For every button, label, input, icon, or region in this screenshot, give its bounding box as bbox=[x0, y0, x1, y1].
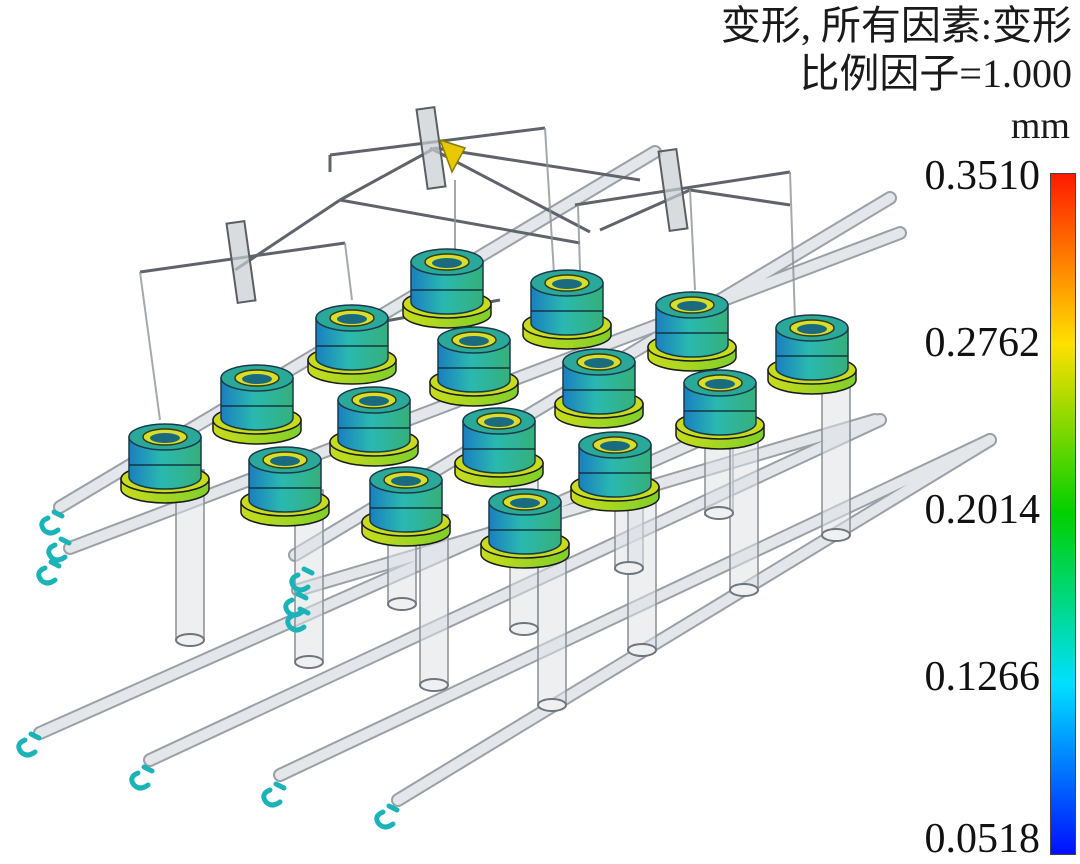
casting-part bbox=[212, 364, 302, 445]
legend-tick: 0.1266 bbox=[924, 654, 1041, 700]
hook-fitting bbox=[46, 536, 72, 563]
scale-factor: 比例因子=1.000 bbox=[799, 51, 1072, 96]
casting-part bbox=[329, 386, 419, 467]
casting-part bbox=[675, 369, 765, 450]
pipe-hooks bbox=[16, 509, 400, 830]
hook-fitting bbox=[261, 781, 287, 808]
casting-part bbox=[402, 248, 492, 329]
casting-part bbox=[361, 466, 451, 547]
casting-part bbox=[120, 423, 210, 504]
hook-fitting bbox=[289, 566, 315, 593]
casting-part bbox=[554, 348, 644, 429]
hook-fitting bbox=[16, 731, 42, 758]
support-post bbox=[729, 429, 759, 591]
castings bbox=[120, 248, 857, 569]
hook-fitting bbox=[129, 764, 155, 791]
casting-part bbox=[454, 407, 544, 488]
gate-marker bbox=[438, 138, 467, 174]
casting-part bbox=[647, 291, 737, 372]
casting-part bbox=[767, 314, 857, 395]
post-ends bbox=[175, 506, 851, 712]
casting-part bbox=[240, 446, 330, 527]
hook-fitting bbox=[39, 509, 65, 536]
legend-tick: 0.2762 bbox=[924, 320, 1041, 366]
casting-part bbox=[480, 488, 570, 569]
casting-part bbox=[522, 269, 612, 350]
hook-fitting bbox=[374, 803, 400, 830]
casting-part bbox=[307, 304, 397, 385]
drop-lines bbox=[139, 127, 796, 421]
casting-part bbox=[570, 431, 660, 512]
legend-tick-min: 0.0518 bbox=[924, 816, 1041, 862]
legend-tick-max: 0.3510 bbox=[924, 153, 1041, 199]
result-title: 变形, 所有因素:变形 bbox=[720, 3, 1072, 48]
hook-fitting bbox=[285, 606, 311, 633]
casting-part bbox=[429, 326, 519, 407]
unit-label: mm bbox=[1010, 105, 1070, 147]
hook-fitting bbox=[36, 559, 62, 586]
sprue-bars bbox=[225, 106, 689, 304]
color-legend-bar bbox=[1050, 173, 1076, 855]
hook-fitting bbox=[283, 591, 309, 618]
legend-tick: 0.2014 bbox=[924, 487, 1041, 533]
